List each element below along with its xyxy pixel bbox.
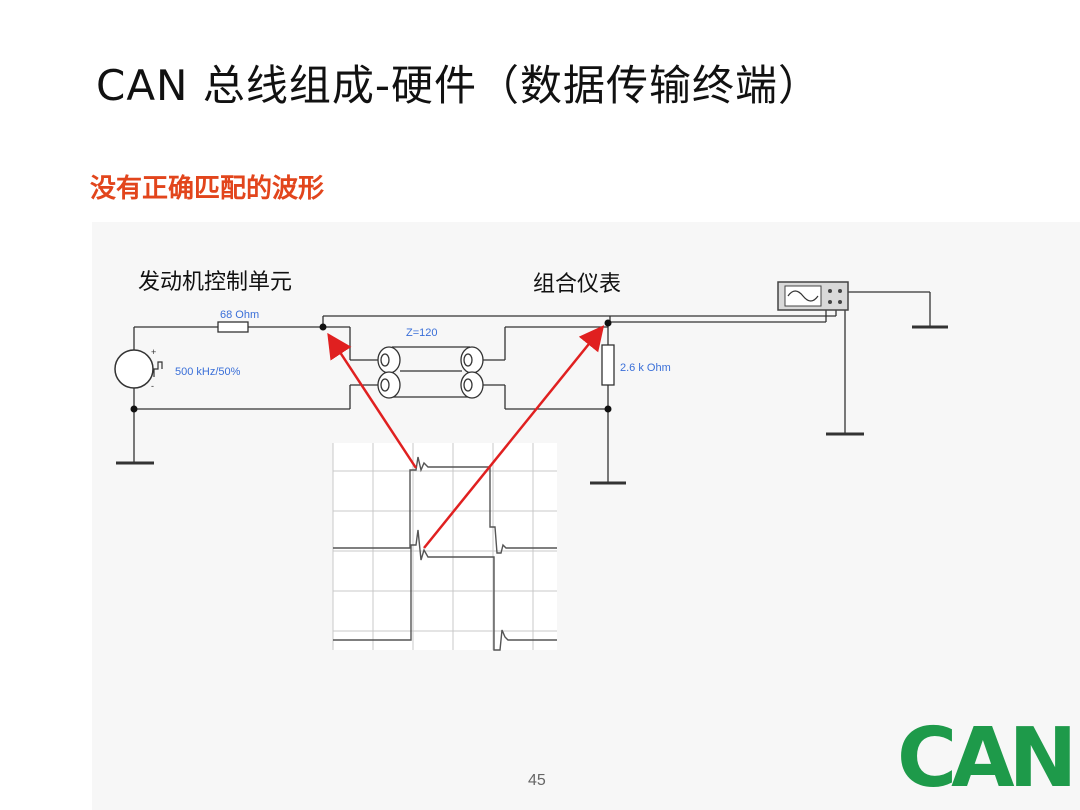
source-resistor [217,321,249,333]
svg-text:-: - [151,381,154,391]
page-number: 45 [528,772,546,789]
can-logo-text: CAN [897,711,1071,806]
diagram-background [92,222,1080,810]
can-logo: CAN [897,711,1077,806]
waveform-grid [332,443,557,650]
source-resistor-label: 68 Ohm [220,309,259,321]
transmission-line [377,346,484,399]
arrow-to-cluster [423,325,605,549]
wires [133,291,931,482]
ecu-label: 发动机控制单元 [138,270,292,295]
oscilloscope-icon [777,281,849,311]
line-impedance-label: Z=120 [406,327,438,339]
indicator-arrows [327,325,605,549]
ground-symbols [116,325,948,485]
signal-source: + - [114,347,163,391]
load-resistor-label: 2.6 k Ohm [620,362,671,374]
arrow-to-ecu [327,332,418,469]
load-resistor [601,344,615,386]
slide-title: CAN 总线组成-硬件（数据传输终端） [96,61,821,110]
source-signal-label: 500 kHz/50% [175,366,241,378]
cluster-label: 组合仪表 [533,272,621,297]
svg-text:+: + [151,347,156,357]
slide-subtitle: 没有正确匹配的波形 [90,174,325,204]
junction-dots [130,319,612,413]
waveform-traces [333,456,557,651]
